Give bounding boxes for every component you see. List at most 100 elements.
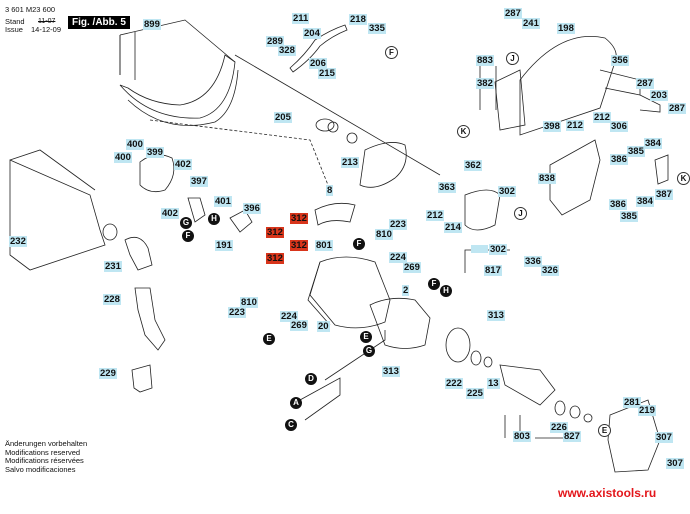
part-label-387[interactable]: 387 — [655, 189, 673, 200]
part-label-326[interactable]: 326 — [541, 265, 559, 276]
part-label-204[interactable]: 204 — [303, 28, 321, 39]
part-label-219[interactable]: 219 — [638, 405, 656, 416]
part-label-328[interactable]: 328 — [278, 45, 296, 56]
part-label-203[interactable]: 203 — [650, 90, 668, 101]
part-label-402[interactable]: 402 — [174, 159, 192, 170]
part-label-363[interactable]: 363 — [438, 182, 456, 193]
part-label-307[interactable]: 307 — [655, 432, 673, 443]
part-label-827[interactable]: 827 — [563, 431, 581, 442]
part-label-336[interactable]: 336 — [524, 256, 542, 267]
part-label-223[interactable]: 223 — [228, 307, 246, 318]
part-label-801[interactable]: 801 — [315, 240, 333, 251]
part-label-211[interactable]: 211 — [292, 13, 310, 24]
issue-value: 14-12-09 — [31, 25, 62, 34]
armature-shape — [499, 364, 556, 406]
part-label-385[interactable]: 385 — [620, 211, 638, 222]
part-label-213[interactable]: 213 — [341, 157, 359, 168]
connector-marker-e: E — [360, 331, 372, 343]
part-label-2[interactable]: 2 — [402, 285, 410, 296]
part-label-287[interactable]: 287 — [636, 78, 654, 89]
part-label-281[interactable]: 281 — [623, 397, 641, 408]
website-link[interactable]: www.axistools.ru — [558, 486, 657, 500]
part-label-384[interactable]: 384 — [644, 138, 662, 149]
part-label-397[interactable]: 397 — [190, 176, 208, 187]
part-label-399[interactable]: 399 — [146, 147, 164, 158]
part-label-312[interactable]: 312 — [290, 240, 308, 251]
stand-label: Stand — [5, 17, 25, 26]
part-label-810[interactable]: 810 — [240, 297, 258, 308]
part-label-20[interactable]: 20 — [317, 321, 330, 332]
part-label-362[interactable]: 362 — [464, 160, 482, 171]
clamp-shape — [139, 154, 175, 193]
notice-line-en: Modifications reserved — [5, 447, 81, 457]
part-label-232[interactable]: 232 — [9, 236, 27, 247]
part-label-231[interactable]: 231 — [104, 261, 122, 272]
part-label-386[interactable]: 386 — [609, 199, 627, 210]
part-label-306[interactable]: 306 — [610, 121, 628, 132]
issue-label: Issue — [5, 25, 23, 34]
part-label-206[interactable]: 206 — [309, 58, 327, 69]
connector-marker-j: J — [506, 52, 519, 65]
part-label-312[interactable]: 312 — [266, 253, 284, 264]
connector-marker-g: G — [180, 217, 192, 229]
elbow-shape — [124, 236, 153, 271]
part-label-838[interactable]: 838 — [538, 173, 556, 184]
part-label-385[interactable]: 385 — [627, 146, 645, 157]
part-label-198[interactable]: 198 — [557, 23, 575, 34]
dust-bag-shape — [9, 159, 106, 271]
part-label-214[interactable]: 214 — [444, 222, 462, 233]
part-label-215[interactable]: 215 — [318, 68, 336, 79]
part-label-356[interactable]: 356 — [611, 55, 629, 66]
connector-marker-j: J — [514, 207, 527, 220]
part-label-224[interactable]: 224 — [389, 252, 407, 263]
part-label-212[interactable]: 212 — [566, 120, 584, 131]
part-label-269[interactable]: 269 — [290, 320, 308, 331]
part-label-384[interactable]: 384 — [636, 196, 654, 207]
part-label-400[interactable]: 400 — [114, 152, 132, 163]
part-label-803[interactable]: 803 — [513, 431, 531, 442]
part-label-312[interactable]: 312 — [290, 213, 308, 224]
part-label-222[interactable]: 222 — [445, 378, 463, 389]
part-label-302[interactable]: 302 — [498, 186, 516, 197]
part-label-241[interactable]: 241 — [522, 18, 540, 29]
part-label-335[interactable]: 335 — [368, 23, 386, 34]
part-label-226[interactable]: 226 — [550, 422, 568, 433]
part-label-287[interactable]: 287 — [668, 103, 686, 114]
part-label-212[interactable]: 212 — [593, 112, 611, 123]
part-label-212[interactable]: 212 — [426, 210, 444, 221]
part-label-899[interactable]: 899 — [143, 19, 161, 30]
part-label-313[interactable]: 313 — [382, 366, 400, 377]
part-label-191[interactable]: 191 — [215, 240, 233, 251]
part-label-224[interactable]: 224 — [280, 311, 298, 322]
part-label-400[interactable]: 400 — [126, 139, 144, 150]
part-label-302[interactable]: 302 — [489, 244, 507, 255]
part-label-225[interactable]: 225 — [466, 388, 484, 399]
part-label-289[interactable]: 289 — [266, 36, 284, 47]
handle-shape — [549, 139, 601, 216]
part-label-223[interactable]: 223 — [389, 219, 407, 230]
gear-cover-shape — [359, 142, 407, 188]
part-label-817[interactable]: 817 — [484, 265, 502, 276]
part-label-386[interactable]: 386 — [610, 154, 628, 165]
part-label-402[interactable]: 402 — [161, 208, 179, 219]
part-label-810[interactable]: 810 — [375, 229, 393, 240]
part-label-313[interactable]: 313 — [487, 310, 505, 321]
part-label-229[interactable]: 229 — [99, 368, 117, 379]
part-label-287[interactable]: 287 — [504, 8, 522, 19]
part-label-269[interactable]: 269 — [403, 262, 421, 273]
part-label-396[interactable]: 396 — [243, 203, 261, 214]
part-label-398[interactable]: 398 — [543, 121, 561, 132]
notice-line-es: Salvo modificaciones — [5, 464, 76, 474]
part-label-382[interactable]: 382 — [476, 78, 494, 89]
part-label-883[interactable]: 883 — [476, 55, 494, 66]
part-label-307[interactable]: 307 — [666, 458, 684, 469]
part-label-401[interactable]: 401 — [214, 196, 232, 207]
part-label-13[interactable]: 13 — [487, 378, 500, 389]
part-label-205[interactable]: 205 — [274, 112, 292, 123]
notice-line-fr: Modifications réservées — [5, 456, 84, 465]
part-label-228[interactable]: 228 — [103, 294, 121, 305]
part-label-8[interactable]: 8 — [326, 185, 334, 196]
part-label-312[interactable]: 312 — [266, 227, 284, 238]
part-label-218[interactable]: 218 — [349, 14, 367, 25]
